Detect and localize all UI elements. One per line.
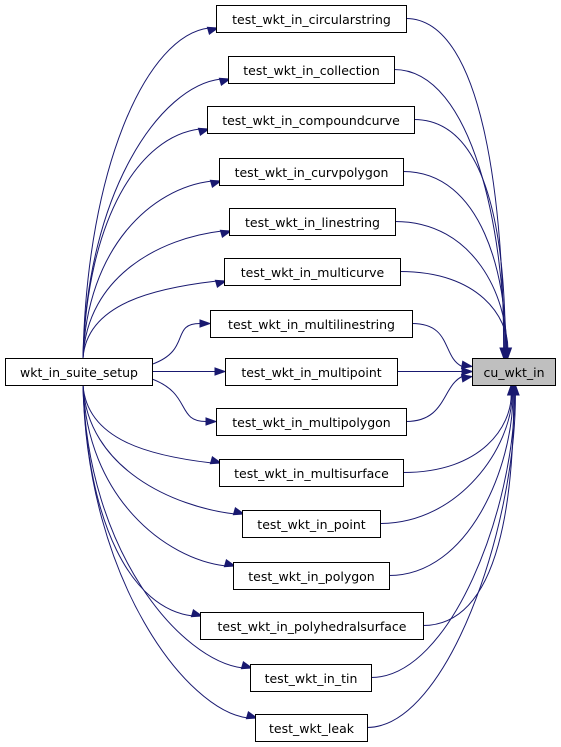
edge-suite-to-tin <box>82 384 244 669</box>
arrowhead-multilinestring-to-target <box>460 360 474 369</box>
node-label: test_wkt_in_circularstring <box>232 12 391 27</box>
node-box[interactable] <box>219 459 404 487</box>
node-box[interactable] <box>255 714 368 742</box>
arrowhead-suite-to-linestring <box>219 229 233 239</box>
node-test-wkt-in-multipoint[interactable]: test_wkt_in_multipoint <box>225 358 398 386</box>
node-label: test_wkt_in_collection <box>243 63 380 78</box>
node-label: test_wkt_in_point <box>257 517 365 532</box>
node-label: test_wkt_in_multipolygon <box>232 415 390 430</box>
edge-multisurface-to-target <box>402 394 512 473</box>
edge-tin-to-target <box>370 394 516 678</box>
node-label: test_wkt_in_curvpolygon <box>235 165 389 180</box>
node-box[interactable] <box>224 258 401 286</box>
arrowhead-suite-to-collection <box>218 77 232 87</box>
node-box[interactable] <box>200 612 424 640</box>
edge-suite-to-collection <box>82 78 222 359</box>
arrowhead-suite-to-multicurve <box>214 279 228 289</box>
arrowhead-suite-to-point <box>232 506 246 516</box>
edge-suite-to-polygon <box>82 384 227 567</box>
edge-point-to-target <box>379 394 513 524</box>
node-test-wkt-in-multipolygon[interactable]: test_wkt_in_multipolygon <box>216 408 407 436</box>
edge-circularstring-to-target <box>405 18 505 349</box>
edge-suite-to-multilinestring <box>151 323 201 365</box>
node-box[interactable] <box>233 562 390 590</box>
edge-polygon-to-target <box>388 394 514 576</box>
node-test-wkt-in-circularstring[interactable]: test_wkt_in_circularstring <box>216 5 407 33</box>
edge-suite-to-leak <box>82 384 249 719</box>
node-box[interactable] <box>5 358 153 386</box>
node-test-wkt-in-multisurface[interactable]: test_wkt_in_multisurface <box>219 459 404 487</box>
node-box[interactable] <box>210 310 413 338</box>
edge-suite-to-circularstring <box>82 27 210 359</box>
arrowhead-suite-to-tin <box>240 660 254 670</box>
node-test-wkt-in-multilinestring[interactable]: test_wkt_in_multilinestring <box>210 310 413 338</box>
edge-multilinestring-to-target <box>411 323 463 367</box>
node-box[interactable] <box>472 358 556 386</box>
node-box[interactable] <box>229 208 396 236</box>
edge-suite-to-multicurve <box>82 280 218 359</box>
nodes-layer: wkt_in_suite_setup cu_wkt_in test_wkt_in_c… <box>5 5 556 742</box>
edge-leak-to-target <box>366 394 516 728</box>
node-test-wkt-in-polygon[interactable]: test_wkt_in_polygon <box>233 562 390 590</box>
edge-suite-to-multipolygon <box>151 378 207 422</box>
node-label: test_wkt_in_linestring <box>245 215 380 230</box>
node-box[interactable] <box>219 158 404 186</box>
node-label: test_wkt_in_polygon <box>248 569 374 584</box>
edge-compoundcurve-to-target <box>413 119 506 349</box>
node-label: test_wkt_leak <box>269 721 355 736</box>
node-test-wkt-in-compoundcurve[interactable]: test_wkt_in_compoundcurve <box>207 106 415 134</box>
edge-suite-to-point <box>82 384 236 515</box>
arrowhead-suite-to-multisurface <box>209 455 223 465</box>
node-wkt-in-suite-setup[interactable]: wkt_in_suite_setup <box>5 358 153 386</box>
arrowhead-suite-to-leak <box>245 710 259 720</box>
node-test-wkt-in-collection[interactable]: test_wkt_in_collection <box>228 56 395 84</box>
node-test-wkt-in-point[interactable]: test_wkt_in_point <box>242 510 381 538</box>
arrowhead-multipolygon-to-target <box>460 374 474 383</box>
node-label: test_wkt_in_tin <box>265 671 358 686</box>
node-label: wkt_in_suite_setup <box>20 365 138 380</box>
arrowhead-suite-to-compoundcurve <box>197 127 211 137</box>
node-box[interactable] <box>207 106 415 134</box>
arrowhead-leak-to-target <box>511 383 520 396</box>
node-label: cu_wkt_in <box>483 365 544 380</box>
edge-suite-to-linestring <box>82 230 223 359</box>
edges-layer <box>82 18 520 728</box>
node-label: test_wkt_in_multicurve <box>241 265 385 280</box>
edge-multipolygon-to-target <box>405 376 463 422</box>
edge-suite-to-multisurface <box>82 384 213 464</box>
edge-curvpolygon-to-target <box>402 171 507 349</box>
node-label: test_wkt_in_polyhedralsurface <box>218 619 407 634</box>
arrowhead-suite-to-polygon <box>223 558 237 568</box>
node-box[interactable] <box>250 664 372 692</box>
node-test-wkt-in-tin[interactable]: test_wkt_in_tin <box>250 664 372 692</box>
node-box[interactable] <box>228 56 395 84</box>
arrowhead-suite-to-polyhedralsurface <box>190 608 204 618</box>
node-test-wkt-in-multicurve[interactable]: test_wkt_in_multicurve <box>224 258 401 286</box>
arrowhead-suite-to-curvpolygon <box>209 179 223 189</box>
arrowhead-suite-to-multipolygon <box>205 417 218 426</box>
node-test-wkt-leak[interactable]: test_wkt_leak <box>255 714 368 742</box>
node-box[interactable] <box>216 5 407 33</box>
node-box[interactable] <box>242 510 381 538</box>
arrowhead-multicurve-to-target <box>503 347 513 360</box>
edge-suite-to-compoundcurve <box>82 128 201 359</box>
arrowhead-suite-to-multilinestring <box>199 319 212 328</box>
node-box[interactable] <box>225 358 398 386</box>
node-box[interactable] <box>216 408 407 436</box>
edge-multicurve-to-target <box>399 271 509 349</box>
node-label: test_wkt_in_multisurface <box>234 466 389 481</box>
node-label: test_wkt_in_compoundcurve <box>222 113 400 128</box>
edge-linestring-to-target <box>394 221 508 349</box>
node-test-wkt-in-linestring[interactable]: test_wkt_in_linestring <box>229 208 396 236</box>
arrowhead-suite-to-circularstring <box>206 26 220 36</box>
node-label: test_wkt_in_multilinestring <box>228 317 395 332</box>
edge-suite-to-curvpolygon <box>82 180 213 359</box>
node-test-wkt-in-polyhedralsurface[interactable]: test_wkt_in_polyhedralsurface <box>200 612 424 640</box>
arrowhead-multipoint-to-target <box>461 367 474 376</box>
node-cu-wkt-in[interactable]: cu_wkt_in <box>472 358 556 386</box>
node-label: test_wkt_in_multipoint <box>241 365 381 380</box>
node-test-wkt-in-curvpolygon[interactable]: test_wkt_in_curvpolygon <box>219 158 404 186</box>
